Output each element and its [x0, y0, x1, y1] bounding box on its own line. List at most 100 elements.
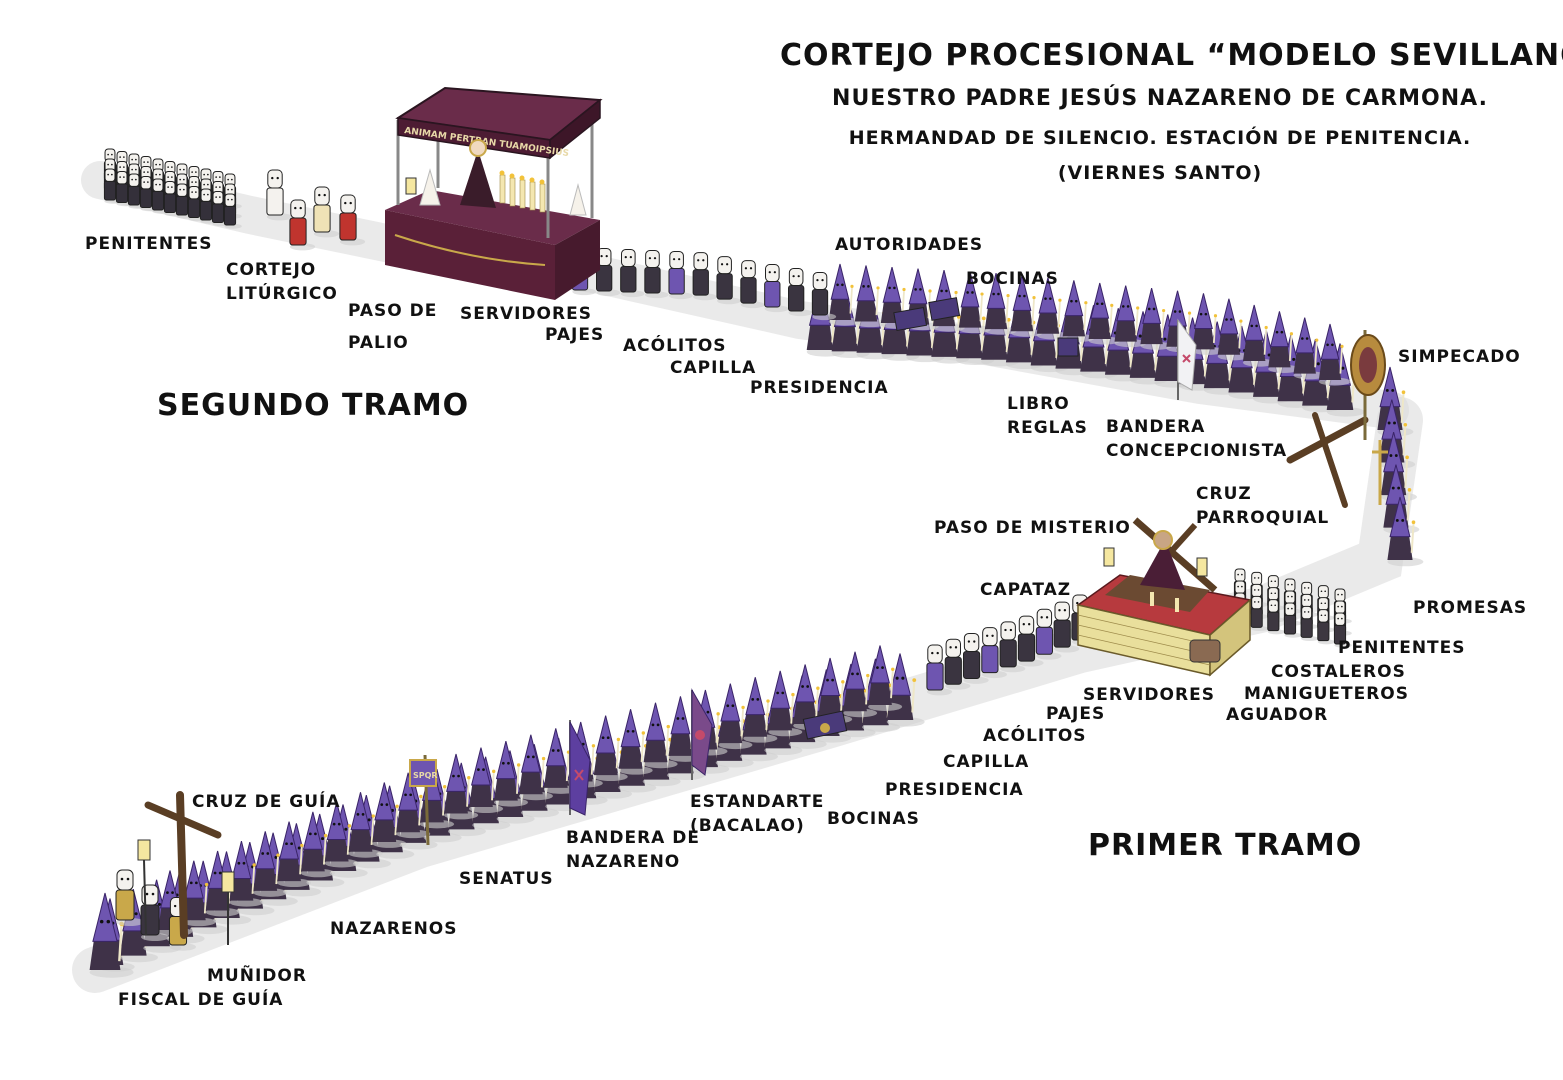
- senatus-banner-text: SPQR: [413, 771, 438, 780]
- nazareno-figure: [828, 263, 861, 326]
- nazareno-figure: [1140, 288, 1173, 350]
- label-senatus: SENATUS: [459, 869, 554, 889]
- nazareno-figure: [1036, 277, 1069, 340]
- libro-reglas: [1057, 337, 1079, 357]
- label-servidores-bottom: SERVIDORES: [1083, 685, 1215, 705]
- title-line-3: HERMANDAD DE SILENCIO. ESTACIÓN DE PENIT…: [848, 127, 1472, 149]
- label-estandarte: ESTANDARTE (BACALAO): [690, 792, 825, 836]
- procession-person: [596, 248, 621, 297]
- nazareno-figure: [618, 709, 653, 775]
- nazareno-figure: [469, 747, 504, 814]
- label-capilla-bottom: CAPILLA: [943, 752, 1030, 772]
- procession-person: [1017, 615, 1044, 667]
- label-libro-reglas: LIBRO REGLAS: [1007, 394, 1088, 438]
- procession-person: [644, 250, 669, 299]
- nazareno-figure: [518, 734, 553, 801]
- nazareno-figure: [372, 782, 407, 848]
- procession-person: [289, 199, 316, 251]
- label-presidencia-top: PRESIDENCIA: [750, 378, 889, 398]
- label-servidores-top: SERVIDORES: [460, 304, 592, 324]
- nazareno-figure: [593, 715, 628, 782]
- title-line-4: (VIERNES SANTO): [1057, 162, 1263, 184]
- aguador: [1189, 639, 1221, 663]
- nazareno-figure: [493, 741, 528, 807]
- label-nazarenos: NAZARENOS: [330, 919, 458, 939]
- nazareno-figure: [300, 811, 335, 878]
- label-cruz-parroquial: CRUZ PARROQUIAL: [1196, 484, 1330, 528]
- label-aguador: AGUADOR: [1226, 705, 1329, 725]
- procession-person: [1053, 601, 1080, 653]
- title-line-1: CORTEJO PROCESIONAL “MODELO SEVILLANO”: [780, 38, 1563, 73]
- label-capataz: CAPATAZ: [980, 580, 1072, 600]
- procession-person: [620, 249, 645, 298]
- nazareno-figure: [348, 792, 383, 858]
- nazareno-figure: [643, 702, 678, 769]
- label-munidor: MUÑIDOR: [207, 966, 307, 986]
- procession-person: [811, 272, 837, 321]
- procession-person: [339, 194, 366, 246]
- procession-person: [199, 188, 218, 224]
- procession-person: [1333, 612, 1352, 648]
- label-paso-de-misterio: PASO DE MISTERIO: [934, 518, 1131, 538]
- procession-person: [1250, 595, 1269, 632]
- procession-person: [313, 186, 340, 238]
- procession-person: [788, 268, 813, 317]
- senatus: SPQR: [409, 754, 438, 846]
- procession-person: [266, 169, 293, 221]
- label-cortejo-liturgico: CORTEJO LITÚRGICO: [226, 260, 338, 304]
- nazareno-figure: [1242, 304, 1275, 367]
- label-capilla-top: CAPILLA: [670, 358, 757, 378]
- label-fiscal-de-guia: FISCAL DE GUÍA: [118, 990, 284, 1010]
- label-promesas: PROMESAS: [1413, 598, 1528, 618]
- nazareno-figure: [253, 831, 288, 897]
- nazareno-figure: [444, 753, 479, 820]
- procession-person: [115, 869, 144, 926]
- paso-de-misterio: [1076, 517, 1252, 677]
- nazareno-figure: [324, 801, 359, 868]
- label-bocinas-top: BOCINAS: [966, 269, 1059, 289]
- procession-person: [1035, 608, 1062, 660]
- procession-person: [1283, 602, 1302, 638]
- procession-person: [668, 251, 693, 300]
- procession-person: [764, 264, 789, 313]
- label-penitentes-top: PENITENTES: [85, 234, 213, 254]
- procession-person: [926, 644, 953, 696]
- procession-person: [1300, 605, 1319, 642]
- people-layer: [103, 148, 1352, 951]
- section-segundo-tramo: SEGUNDO TRAMO: [157, 388, 470, 423]
- nazareno-figure: [1268, 311, 1301, 373]
- nazareno-figure: [868, 645, 903, 711]
- bocinas-top: [893, 297, 961, 332]
- nazareno-figure: [1062, 280, 1095, 342]
- nazareno-figure: [1088, 282, 1121, 345]
- label-bocinas-bottom: BOCINAS: [827, 809, 920, 829]
- section-primer-tramo: PRIMER TRAMO: [1088, 828, 1363, 863]
- label-pajes-bottom: PAJES: [1046, 704, 1106, 724]
- procession-person: [1317, 609, 1336, 645]
- nazarenos-layer: [89, 263, 1424, 978]
- nazareno-figure: [277, 821, 312, 888]
- label-bandera-concepcionista: BANDERA CONCEPCIONISTA: [1106, 417, 1288, 461]
- label-bandera-de-nazareno: BANDERA DE NAZARENO: [566, 828, 700, 872]
- procession-person: [981, 627, 1007, 679]
- label-acolitos-top: ACÓLITOS: [623, 336, 727, 356]
- label-acolitos-bottom: ACÓLITOS: [983, 726, 1087, 746]
- nazareno-figure: [743, 677, 778, 743]
- bocinas-bottom: [802, 710, 848, 740]
- label-cruz-de-guia: CRUZ DE GUÍA: [192, 792, 341, 812]
- nazareno-figure: [89, 892, 134, 978]
- nazareno-figure: [229, 841, 264, 907]
- simpecado: [1350, 330, 1386, 440]
- cruz-de-guia: [137, 791, 235, 945]
- label-presidencia-bottom: PRESIDENCIA: [885, 780, 1024, 800]
- label-autoridades: AUTORIDADES: [835, 235, 984, 255]
- paso-de-palio: ANIMAM PERTRAN TUAMOIPSIUS: [385, 86, 603, 300]
- nazareno-figure: [854, 265, 887, 328]
- label-manigueteros: MANIGUETEROS: [1244, 684, 1409, 704]
- procession-person: [115, 171, 134, 207]
- bandera-concepcionista: [1177, 318, 1197, 400]
- nazareno-figure: [543, 728, 578, 794]
- nazareno-figure: [1192, 293, 1225, 355]
